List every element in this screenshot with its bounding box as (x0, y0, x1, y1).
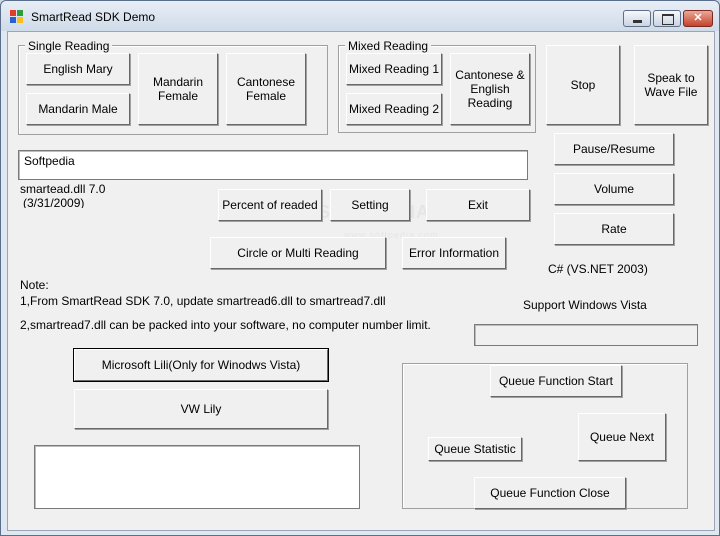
cantonese-english-button[interactable]: Cantonese & English Reading (450, 53, 530, 125)
version-date: (3/31/2009) (23, 196, 85, 208)
error-information-button[interactable]: Error Information (402, 237, 506, 269)
queue-next-button[interactable]: Queue Next (578, 413, 666, 461)
mixed-reading-group: Mixed Reading (338, 39, 536, 133)
mixed-reading-legend: Mixed Reading (345, 39, 432, 53)
exit-button[interactable]: Exit (426, 189, 530, 221)
single-reading-group: Single Reading (18, 39, 328, 135)
stop-button[interactable]: Stop (546, 45, 620, 125)
queue-function-start-button[interactable]: Queue Function Start (490, 365, 622, 397)
mixed-reading-2-button[interactable]: Mixed Reading 2 (346, 93, 442, 125)
rate-button[interactable]: Rate (554, 213, 674, 245)
speak-to-wave-button[interactable]: Speak to Wave File (634, 45, 708, 125)
circle-multi-reading-button[interactable]: Circle or Multi Reading (210, 237, 386, 269)
status-field (474, 324, 698, 346)
note-line-1: 1,From SmartRead SDK 7.0, update smartre… (20, 294, 386, 308)
english-mary-button[interactable]: English Mary (26, 53, 130, 85)
output-textbox[interactable] (34, 445, 360, 509)
microsoft-lili-button[interactable]: Microsoft Lili(Only for Winodws Vista) (73, 348, 329, 382)
text-input[interactable]: Softpedia (18, 150, 528, 180)
percent-read-button[interactable]: Percent of readed (218, 189, 322, 221)
maximize-icon (662, 14, 674, 25)
version-text: smartead.dll 7.0 (20, 182, 106, 196)
client-area: SOFTPEDIA www.softpedia.com Single Readi… (7, 31, 715, 531)
close-icon: ✕ (693, 12, 703, 24)
volume-button[interactable]: Volume (554, 173, 674, 205)
vista-support-label: Support Windows Vista (523, 298, 647, 312)
title-bar[interactable]: SmartRead SDK Demo ✕ (1, 1, 719, 31)
minimize-button[interactable] (623, 10, 651, 27)
cantonese-female-button[interactable]: Cantonese Female (226, 53, 306, 125)
single-reading-legend: Single Reading (25, 39, 113, 53)
queue-statistic-button[interactable]: Queue Statistic (428, 437, 522, 461)
queue-function-close-button[interactable]: Queue Function Close (474, 477, 626, 509)
app-icon (10, 10, 24, 24)
close-button[interactable]: ✕ (683, 10, 713, 27)
minimize-icon (633, 20, 642, 23)
maximize-button[interactable] (653, 10, 681, 27)
pause-resume-button[interactable]: Pause/Resume (554, 133, 674, 165)
setting-button[interactable]: Setting (330, 189, 410, 221)
vw-lily-button[interactable]: VW Lily (74, 389, 328, 429)
window-title: SmartRead SDK Demo (31, 10, 156, 24)
mandarin-female-button[interactable]: Mandarin Female (138, 53, 218, 125)
mixed-reading-1-button[interactable]: Mixed Reading 1 (346, 53, 442, 85)
language-label: C# (VS.NET 2003) (548, 262, 648, 276)
note-line-2: 2,smartread7.dll can be packed into your… (20, 318, 431, 332)
note-title: Note: (20, 278, 49, 292)
mandarin-male-button[interactable]: Mandarin Male (26, 93, 130, 125)
